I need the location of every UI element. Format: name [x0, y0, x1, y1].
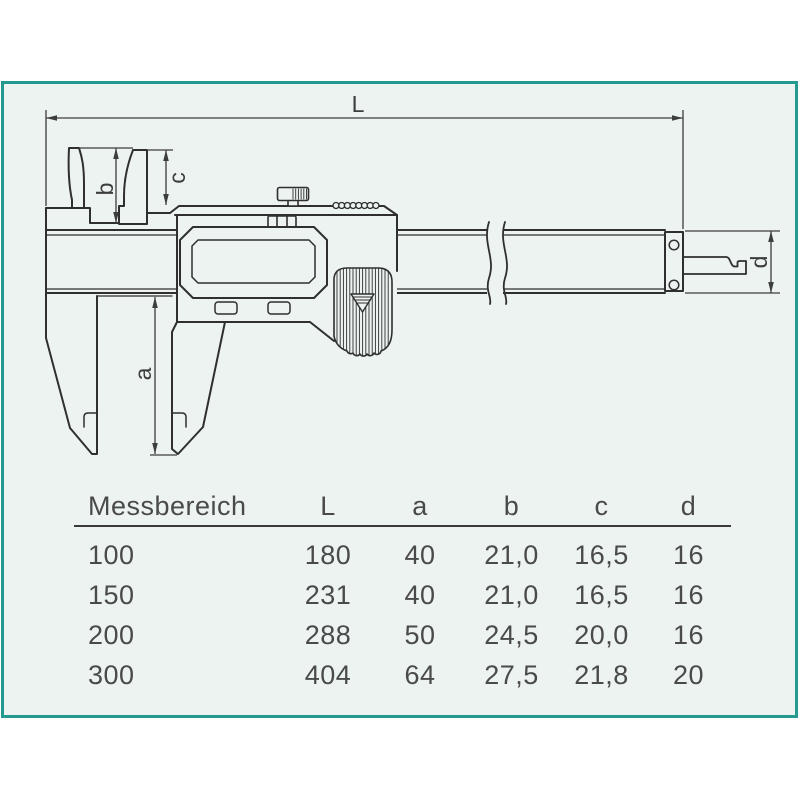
movable-jaw [171, 321, 226, 455]
row1-cell-4: 16,5 [574, 579, 629, 610]
row3-cell-4: 21,8 [574, 659, 629, 690]
row2-cell-2: 50 [404, 619, 436, 650]
label-d: d [746, 256, 772, 269]
dimension-a [150, 297, 177, 456]
row1-cell-3: 21,0 [484, 579, 539, 610]
row2-cell-0: 200 [88, 619, 135, 650]
label-b: b [92, 183, 118, 196]
column-header-3: b [503, 490, 520, 521]
wheel-arrow-icon [350, 293, 375, 313]
row3-cell-3: 27,5 [484, 659, 539, 690]
label-L: L [352, 91, 365, 117]
lock-screw [276, 186, 310, 207]
spring-coil [332, 201, 380, 210]
inside-jaw-movable [118, 149, 148, 225]
row2-cell-3: 24,5 [484, 619, 539, 650]
dimension-L [45, 110, 684, 229]
row1-cell-5: 16 [672, 579, 705, 610]
row0-cell-0: 100 [88, 539, 135, 570]
row3-cell-5: 20 [672, 659, 705, 690]
row0-cell-1: 180 [304, 539, 352, 570]
label-c: c [164, 172, 190, 184]
column-header-0: Messbereich [88, 490, 247, 521]
depth-rod [682, 256, 747, 275]
row2-cell-1: 288 [304, 619, 352, 650]
label-a: a [130, 367, 156, 380]
end-cap [664, 231, 747, 292]
column-header-1: L [320, 490, 336, 521]
slider-outline [146, 205, 398, 342]
spec-table-rule [74, 525, 731, 527]
display-button-right [267, 301, 291, 315]
thumb-wheel [333, 267, 393, 357]
dimension-d [685, 230, 780, 294]
display-screen [191, 239, 316, 284]
row1-cell-2: 40 [404, 579, 436, 610]
row0-cell-2: 40 [404, 539, 436, 570]
row2-cell-4: 20,0 [574, 619, 629, 650]
inside-jaw-fixed [67, 147, 85, 209]
beam-break [486, 221, 508, 305]
row0-cell-3: 21,0 [484, 539, 539, 570]
column-header-4: c [594, 490, 609, 521]
dimension-b [80, 147, 133, 223]
column-header-2: a [412, 490, 428, 521]
row0-cell-4: 16,5 [574, 539, 629, 570]
display-button-left [214, 301, 238, 315]
row3-cell-0: 300 [88, 659, 135, 690]
row3-cell-2: 64 [404, 659, 436, 690]
fixed-jaw [45, 207, 173, 455]
table-row-1: 150 231 40 21,0 16,5 16 [74, 575, 731, 615]
row3-cell-1: 404 [304, 659, 352, 690]
inside-jaw-blades [67, 147, 148, 225]
row2-cell-5: 16 [672, 619, 705, 650]
table-row-0: 100 180 40 21,0 16,5 16 [74, 535, 731, 575]
digital-display [179, 226, 328, 315]
hex-nut [267, 215, 297, 228]
cap-screw-top [668, 239, 680, 251]
column-header-5: d [680, 490, 697, 521]
dimension-lines [45, 110, 780, 456]
row1-cell-0: 150 [88, 579, 135, 610]
table-row-3: 300 404 64 27,5 21,8 20 [74, 655, 731, 695]
row0-cell-5: 16 [672, 539, 705, 570]
dimension-c [148, 149, 173, 205]
row1-cell-1: 231 [304, 579, 352, 610]
cap-screw-bottom [668, 279, 680, 291]
table-row-2: 200 288 50 24,5 20,0 16 [74, 615, 731, 655]
